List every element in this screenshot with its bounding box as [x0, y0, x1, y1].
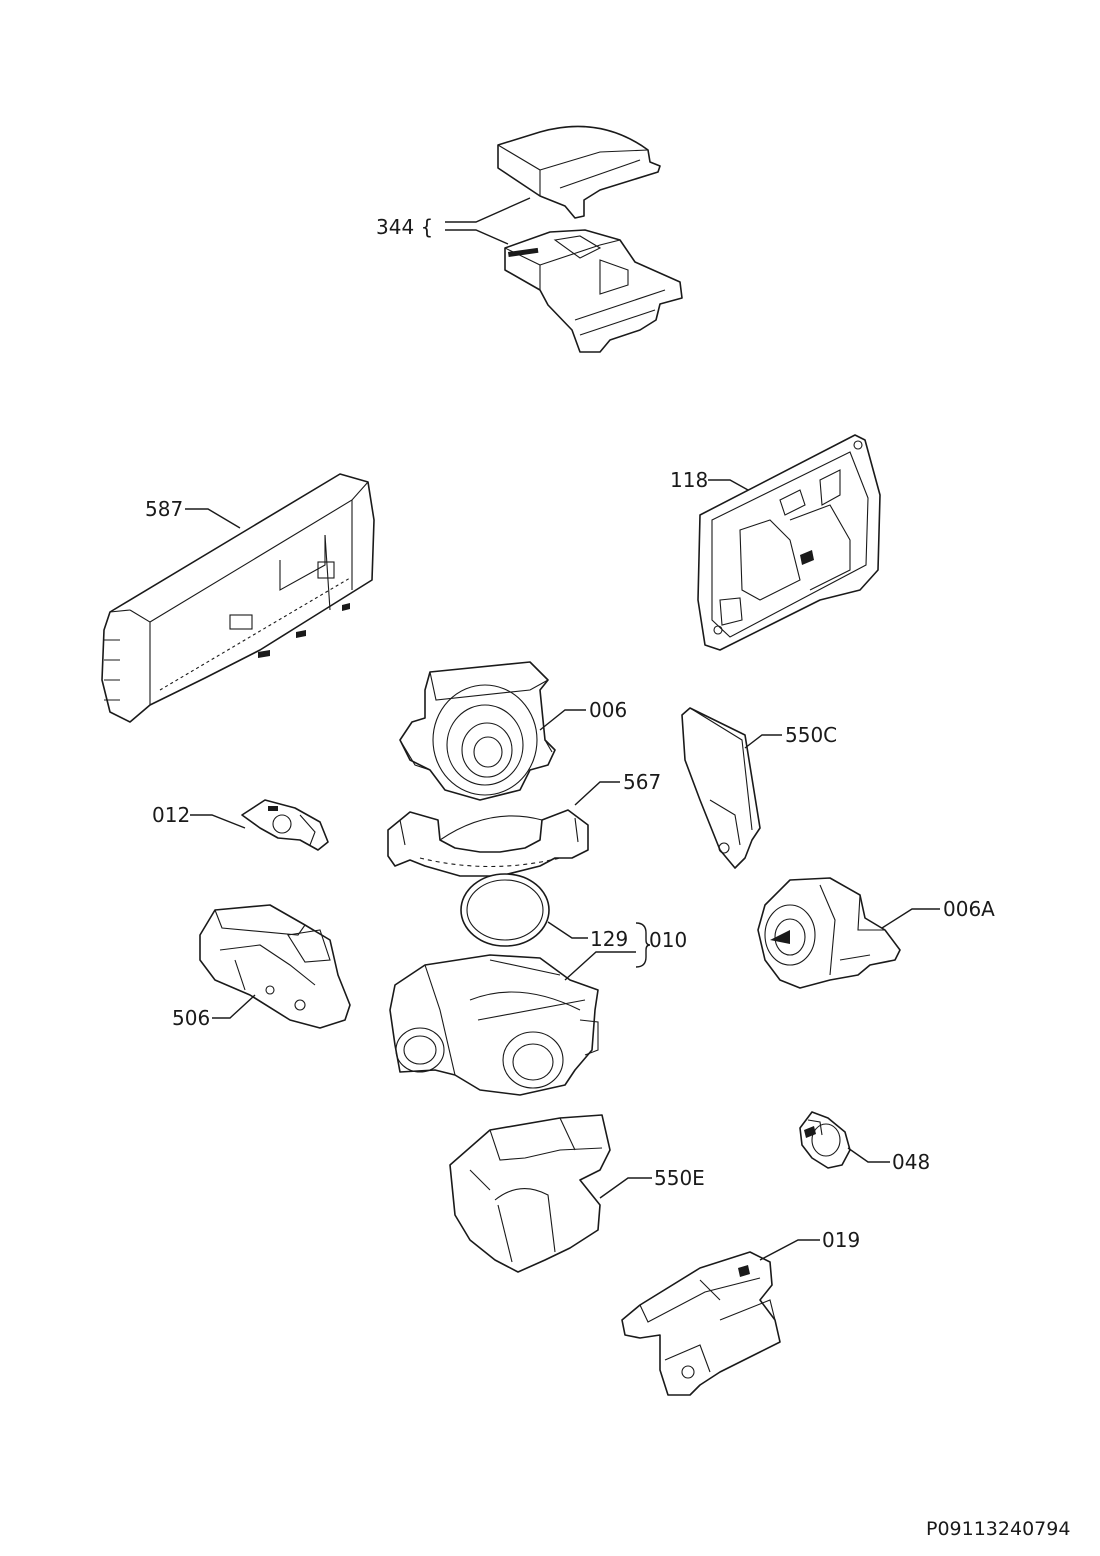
callout-550C: 550C — [744, 723, 837, 749]
callout-006: 006 — [539, 698, 627, 731]
callout-006A: 006A — [881, 897, 995, 929]
callout-344: 344 { — [376, 197, 531, 245]
callout-019: 019 — [759, 1228, 860, 1261]
callout-010: 010 — [564, 922, 687, 981]
part-118-panel-frame[interactable] — [697, 434, 881, 651]
callout-label: 012 — [152, 803, 190, 827]
callout-label: 006 — [589, 698, 627, 722]
part-587-electronic-module[interactable] — [101, 473, 375, 723]
part-012-sensor[interactable] — [241, 799, 329, 851]
callout-label: 048 — [892, 1150, 930, 1174]
callout-label: 006A — [943, 897, 995, 921]
callout-label: 550C — [785, 723, 837, 747]
callout-label: 129 — [590, 927, 628, 951]
callout-129: 129 — [547, 921, 628, 951]
callout-label: 344 { — [376, 215, 433, 239]
part-006A-drain-pump[interactable] — [757, 877, 901, 989]
callout-label: 506 — [172, 1006, 210, 1030]
callout-label: 118 — [670, 468, 708, 492]
drawing-code: P09113240794 — [926, 1518, 1070, 1540]
callout-label: 550E — [654, 1166, 705, 1190]
callout-587: 587 — [145, 497, 241, 529]
callout-506: 506 — [172, 994, 256, 1030]
part-506-sump[interactable] — [199, 904, 351, 1029]
part-006-pump-housing[interactable] — [399, 661, 556, 801]
callout-118: 118 — [670, 468, 749, 492]
callout-label: 019 — [822, 1228, 860, 1252]
part-010-circulation-pump[interactable] — [389, 954, 599, 1096]
part-019-bracket[interactable] — [621, 1251, 781, 1396]
part-550C-cover[interactable] — [681, 707, 761, 869]
part-550E-pump-cover[interactable] — [449, 1114, 611, 1273]
callout-048: 048 — [847, 1147, 930, 1174]
callout-567: 567 — [574, 770, 661, 806]
callout-012: 012 — [152, 803, 246, 829]
callout-label: 567 — [623, 770, 661, 794]
callout-label: 587 — [145, 497, 183, 521]
part-344-control-module[interactable] — [497, 125, 683, 353]
part-129-gasket[interactable] — [460, 873, 550, 947]
callout-label: 010 — [649, 928, 687, 952]
part-048-pressure-sensor[interactable] — [799, 1111, 851, 1169]
callout-550E: 550E — [599, 1166, 705, 1199]
part-567-clamp[interactable] — [387, 809, 589, 877]
